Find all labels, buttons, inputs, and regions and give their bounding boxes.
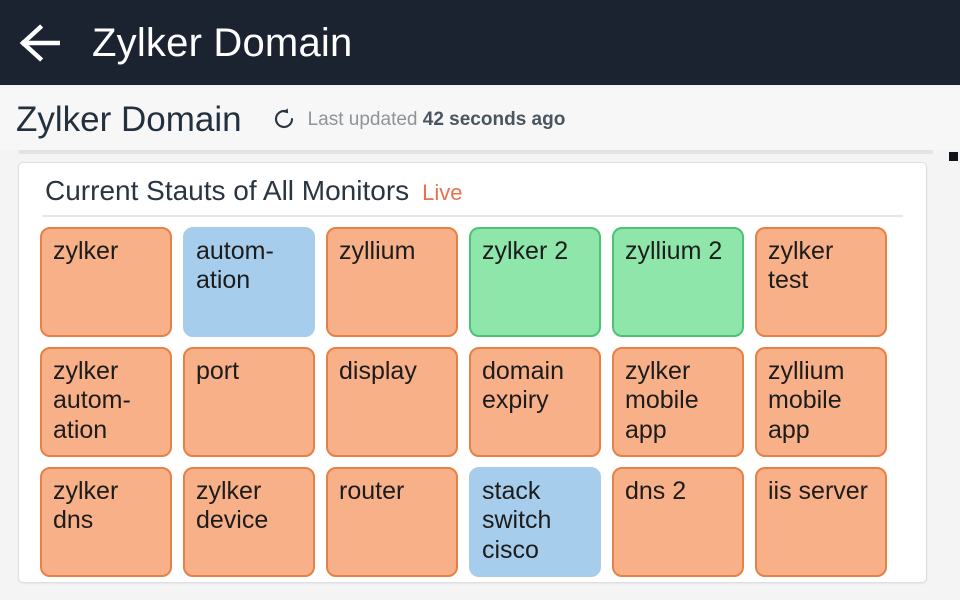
monitor-tile[interactable]: zyllium mobile app — [755, 346, 887, 457]
card-divider — [42, 214, 903, 217]
monitor-tile[interactable]: autom-ation — [183, 226, 315, 337]
top-navbar: Zylker Domain — [0, 0, 960, 85]
subheader-divider — [18, 150, 933, 154]
monitor-tile[interactable]: zylker autom-ation — [40, 346, 172, 457]
navbar-title: Zylker Domain — [92, 20, 353, 65]
scrollbar-marker — [949, 152, 958, 161]
monitor-tile-label: iis server — [768, 476, 869, 505]
back-button[interactable] — [0, 0, 84, 85]
page-title: Zylker Domain — [16, 99, 242, 139]
monitor-tile-label: zyllium 2 — [625, 236, 723, 265]
monitor-tile-label: zylker — [53, 236, 119, 265]
monitor-tile-label: zylker autom-ation — [53, 356, 131, 444]
monitor-row: zylker dns zylker device router stack switc… — [40, 466, 926, 577]
monitor-tile[interactable]: stack switch cisco — [469, 466, 601, 577]
monitor-tile-label: zyllium mobile app — [768, 356, 845, 444]
monitor-tile-label: port — [196, 356, 240, 385]
monitor-tile-label: display — [339, 356, 417, 385]
subheader: Zylker Domain Last updated 42 seconds ag… — [0, 88, 960, 150]
monitor-grid: zylker autom-ation zyllium zylker 2 zyllium … — [19, 217, 926, 577]
refresh-icon[interactable] — [272, 107, 296, 131]
monitor-tile[interactable]: display — [326, 346, 458, 457]
monitor-tile[interactable]: zyllium — [326, 226, 458, 337]
monitor-tile-label: stack switch cisco — [482, 476, 552, 564]
monitor-tile[interactable]: iis server — [755, 466, 887, 577]
live-badge: Live — [422, 180, 463, 205]
monitor-row: zylker autom-ation port display domain expi… — [40, 346, 926, 457]
card-header: Current Stauts of All Monitors Live — [19, 163, 926, 207]
monitor-tile-label: zylker test — [768, 236, 834, 295]
last-updated-text: Last updated 42 seconds ago — [308, 110, 566, 129]
monitor-tile[interactable]: zylker 2 — [469, 226, 601, 337]
monitor-tile[interactable]: zyllium 2 — [612, 226, 744, 337]
monitor-tile-label: autom-ation — [196, 236, 274, 295]
monitor-tile[interactable]: zylker mobile app — [612, 346, 744, 457]
monitor-tile-label: zylker mobile app — [625, 356, 699, 444]
card-title: Current Stauts of All Monitors — [45, 175, 410, 206]
arrow-left-icon — [19, 23, 65, 62]
monitor-tile-label: zylker 2 — [482, 236, 569, 265]
monitor-tile[interactable]: router — [326, 466, 458, 577]
monitor-tile[interactable]: port — [183, 346, 315, 457]
monitor-tile[interactable]: domain expiry — [469, 346, 601, 457]
last-updated-group: Last updated 42 seconds ago — [272, 107, 566, 131]
monitor-tile-label: dns 2 — [625, 476, 687, 505]
monitor-tile-label: zyllium — [339, 236, 416, 265]
monitor-tile[interactable]: zylker test — [755, 226, 887, 337]
monitor-tile-label: zylker dns — [53, 476, 119, 535]
monitors-card: Current Stauts of All Monitors Live zylk… — [18, 162, 927, 583]
monitor-tile[interactable]: zylker — [40, 226, 172, 337]
monitor-tile-label: domain expiry — [482, 356, 564, 415]
monitor-row: zylker autom-ation zyllium zylker 2 zyllium … — [40, 226, 926, 337]
last-updated-prefix: Last updated — [307, 108, 418, 130]
monitor-tile[interactable]: zylker dns — [40, 466, 172, 577]
monitor-tile[interactable]: zylker device — [183, 466, 315, 577]
monitor-tile-label: zylker device — [196, 476, 269, 535]
monitor-tile-label: router — [339, 476, 405, 505]
last-updated-value: 42 seconds ago — [422, 108, 566, 130]
monitor-tile[interactable]: dns 2 — [612, 466, 744, 577]
